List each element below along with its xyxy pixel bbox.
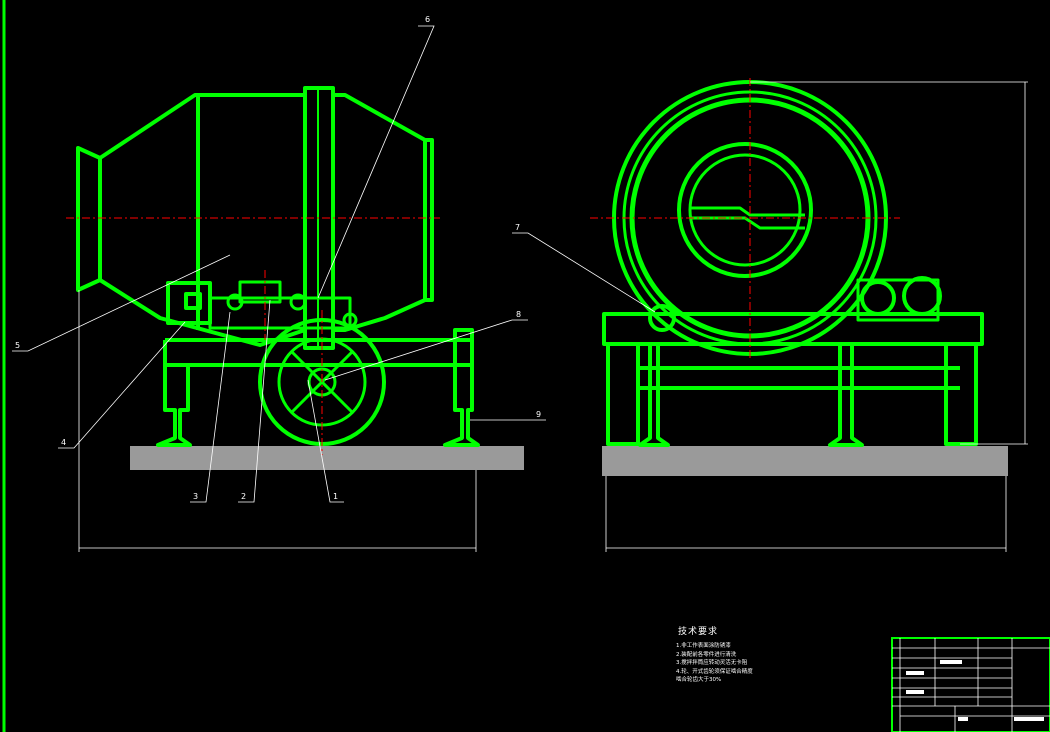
dimensions: [78, 81, 1028, 552]
side-view: [76, 86, 524, 470]
leg-right: [443, 328, 480, 447]
leader-8: [324, 319, 528, 381]
support-roller-left: [648, 304, 676, 332]
tech-note-2: 2.装配前各零件进行清洗: [676, 651, 737, 658]
drum-opening: [677, 142, 813, 278]
leader-3: [190, 311, 231, 503]
tb-fill-1: [906, 671, 924, 675]
mixing-blade: [690, 206, 805, 230]
title-block: [891, 637, 1050, 732]
part-label-7: 7: [515, 223, 520, 232]
drum-rear-cone: [98, 93, 307, 347]
tech-requirements-title: 技术要求: [678, 627, 719, 637]
drive-motor: [902, 276, 942, 316]
part-label-6: 6: [425, 15, 430, 24]
leader-1: [307, 379, 344, 503]
leader-5: [12, 254, 231, 352]
leader-4: [58, 321, 186, 449]
part-label-8: 8: [516, 310, 521, 319]
leader-2: [238, 299, 271, 503]
pinion-housing: [238, 280, 282, 304]
foot-right: [828, 344, 864, 447]
part-label-3: 3: [193, 492, 198, 501]
drive-gear: [860, 280, 896, 316]
centerlines: [66, 78, 900, 455]
drum-opening-inner: [688, 153, 802, 267]
drum-rear-ring: [76, 146, 102, 292]
part-label-5: 5: [15, 341, 20, 350]
tech-note-3: 3.搅拌拌筒应转动灵活无卡阻: [676, 660, 748, 666]
ground-hatch-left: [130, 446, 524, 470]
title-block-border: [891, 637, 1050, 732]
tech-note-5: 啮合轮齿大于30%: [676, 677, 722, 683]
part-numbers: 6 5 4 3 2 1 8 9 7: [15, 15, 541, 501]
post-right: [944, 342, 978, 446]
tb-fill-4: [1014, 717, 1044, 721]
tech-note-4: 4.轮、开式齿轮须保证啮合精度: [676, 668, 753, 675]
drum-front-ring: [423, 138, 434, 302]
part-label-4: 4: [61, 438, 66, 447]
leader-7: [512, 232, 656, 313]
leg-left: [156, 340, 192, 447]
tech-note-1: 1.非工作表面涂防锈漆: [676, 643, 731, 649]
drum-front-cone: [331, 93, 427, 332]
ground-hatch-right: [602, 446, 1008, 476]
post-left: [606, 342, 640, 446]
pulley-2: [289, 293, 307, 311]
pulley-1: [226, 293, 244, 311]
tb-fill-3: [940, 660, 962, 664]
drive-housing: [856, 278, 940, 322]
foot-left: [638, 344, 670, 447]
part-label-1: 1: [333, 492, 338, 501]
tech-requirements-notes: 1.非工作表面涂防锈漆 2.装配前各零件进行清洗 3.搅拌拌筒应转动灵活无卡阻 …: [676, 642, 753, 685]
motor: [166, 281, 212, 325]
frame-top: [602, 312, 984, 346]
leaders: [12, 25, 656, 503]
front-view: [602, 80, 1008, 476]
tb-fill-2: [906, 690, 924, 694]
part-label-9: 9: [536, 410, 541, 419]
tb-fill-5: [958, 717, 968, 721]
part-label-2: 2: [241, 492, 246, 501]
leader-6: [317, 25, 435, 299]
motor-shaft: [184, 292, 202, 310]
